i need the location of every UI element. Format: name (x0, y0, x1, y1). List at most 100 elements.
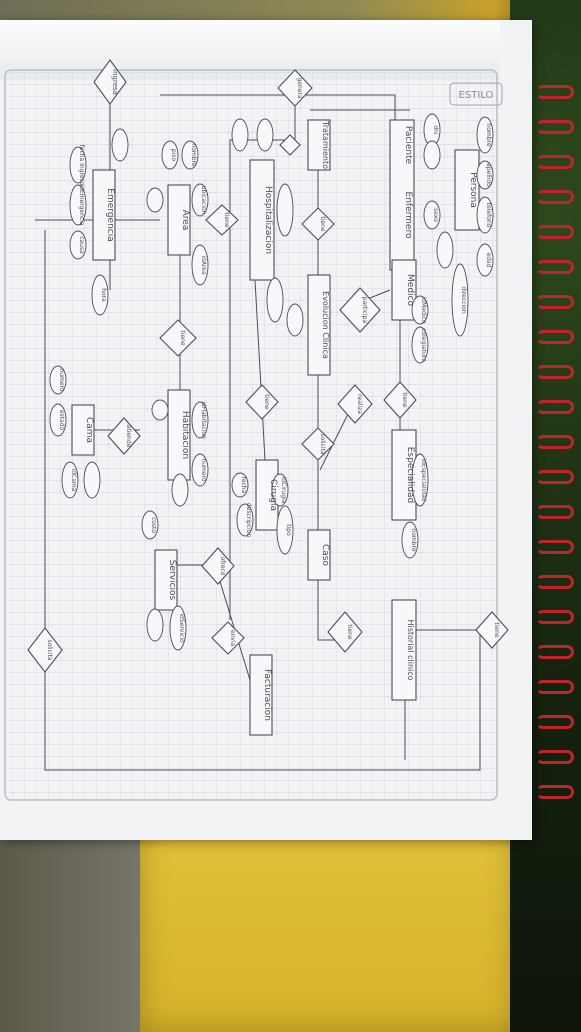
label-paciente: Paciente (403, 126, 413, 165)
attr-oval (276, 505, 294, 555)
binding-ring (536, 85, 574, 99)
binding-ring (536, 190, 574, 204)
attr-oval (451, 263, 469, 337)
label-tiene5: tiene (263, 394, 270, 410)
label-envia: envia (229, 630, 236, 647)
attr-descripcion: descripcion (245, 503, 252, 538)
attr-oval (476, 243, 494, 277)
entity-hospitalizacion-box (249, 159, 275, 281)
relation-tiene6-diamond (327, 611, 363, 653)
binding-ring (536, 365, 574, 379)
relation-tiene3-diamond (301, 207, 335, 241)
label-habitacion: Habitacion (180, 411, 190, 459)
label-facturacion: Facturacion (262, 669, 272, 721)
attr-oval (146, 187, 164, 213)
label-cirugia: Cirugia (268, 479, 278, 511)
attr-oval (401, 521, 419, 559)
attr-piso: piso (170, 149, 177, 162)
entity-persona-box (454, 149, 480, 231)
attr-oval (111, 128, 129, 162)
binding-ring (536, 155, 574, 169)
attr-oval (423, 200, 441, 230)
relation-envia-diamond (211, 621, 245, 655)
entity-emergencia-box (92, 169, 116, 261)
attr-oval (181, 140, 199, 170)
binding-ring (536, 260, 574, 274)
label-especialidad: Especialidad (405, 447, 415, 504)
binding-ring (536, 120, 574, 134)
attr-colegiatura: colegiatura (420, 328, 427, 362)
attr-numero-cama: numero (58, 368, 65, 391)
entity-area-box (167, 184, 191, 256)
entity-paciente-box (389, 119, 415, 271)
attr-oval (476, 160, 494, 190)
entity-tratamiento-box (307, 119, 331, 171)
label-caso: Caso (320, 544, 330, 566)
entity-evolucion-box (307, 274, 331, 376)
attr-oval (476, 116, 494, 154)
relation-atiende-diamond (107, 417, 141, 455)
attr-id-especialidad: idEspecialidad (420, 458, 427, 501)
binding-ring (536, 785, 574, 799)
label-tiene6: tiene (346, 624, 353, 640)
relation-realiza-diamond (337, 384, 373, 424)
stamp-text: ESTILO (459, 90, 494, 101)
er-diagram-sketch: ESTILO (4, 59, 509, 801)
relation-small-triangle (279, 134, 301, 156)
binding-ring (536, 330, 574, 344)
binding-ring (536, 680, 574, 694)
relation-ofrece-diamond (201, 547, 235, 585)
binding-ring (536, 295, 574, 309)
binding-ring (536, 470, 574, 484)
label-medico: Medico (405, 274, 415, 306)
attr-oval (83, 461, 101, 499)
attr-oval (423, 140, 441, 170)
binding-ring (536, 715, 574, 729)
attr-id-area: idArea (200, 255, 207, 275)
binding-ring (536, 610, 574, 624)
attr-oval (271, 473, 289, 507)
attr-oval (286, 303, 304, 337)
relation-tiene4-diamond (383, 381, 417, 419)
attr-oval (146, 608, 164, 642)
label-tiene3: tiene (319, 216, 326, 232)
relation-tiene2-diamond (159, 319, 197, 357)
attr-nombre-esp: nombre (410, 528, 417, 551)
attr-oval (276, 183, 294, 237)
attr-fecha: fecha (240, 477, 247, 494)
attr-oval (256, 118, 274, 152)
binding-ring (536, 505, 574, 519)
attr-oval (476, 196, 494, 234)
stamp-box (449, 82, 503, 106)
label-area: Area (180, 210, 190, 231)
label-enfermero: Enfermero (403, 192, 413, 239)
label-genera: genera (296, 77, 303, 98)
attr-oval (61, 461, 79, 499)
attr-oval (91, 274, 109, 316)
attr-telefono: telefono (485, 203, 492, 228)
relation-tiene5-diamond (245, 384, 279, 420)
entity-facturacion-box (249, 654, 273, 736)
attr-fecha-ingreso: fecha Ingreso (78, 145, 85, 186)
attr-causa: causa (78, 236, 85, 254)
label-atiende: atiende (125, 425, 132, 448)
spiral-binding (536, 85, 576, 805)
label-ofrece: ofrece (219, 557, 226, 576)
attr-direccion: direccion (460, 286, 467, 313)
binding-ring (536, 540, 574, 554)
relation-solicita-diamond (301, 427, 335, 461)
attr-oval (69, 146, 87, 184)
label-tiene1: tiene (223, 212, 230, 228)
binding-ring (536, 575, 574, 589)
attr-id-cirugia: idCirugia (280, 477, 287, 504)
attr-sexo: sexo (432, 208, 439, 222)
attr-nombre: nombre (485, 123, 492, 146)
entity-historial-box (391, 599, 417, 701)
attr-oval (49, 403, 67, 437)
attr-costo: costo (150, 517, 157, 533)
attr-estado-cama: estado (58, 410, 65, 431)
attr-oval (191, 183, 209, 217)
relation-tiene1-diamond (205, 204, 239, 236)
attr-oval (236, 503, 254, 537)
label-tiene2: tiene (179, 330, 186, 346)
